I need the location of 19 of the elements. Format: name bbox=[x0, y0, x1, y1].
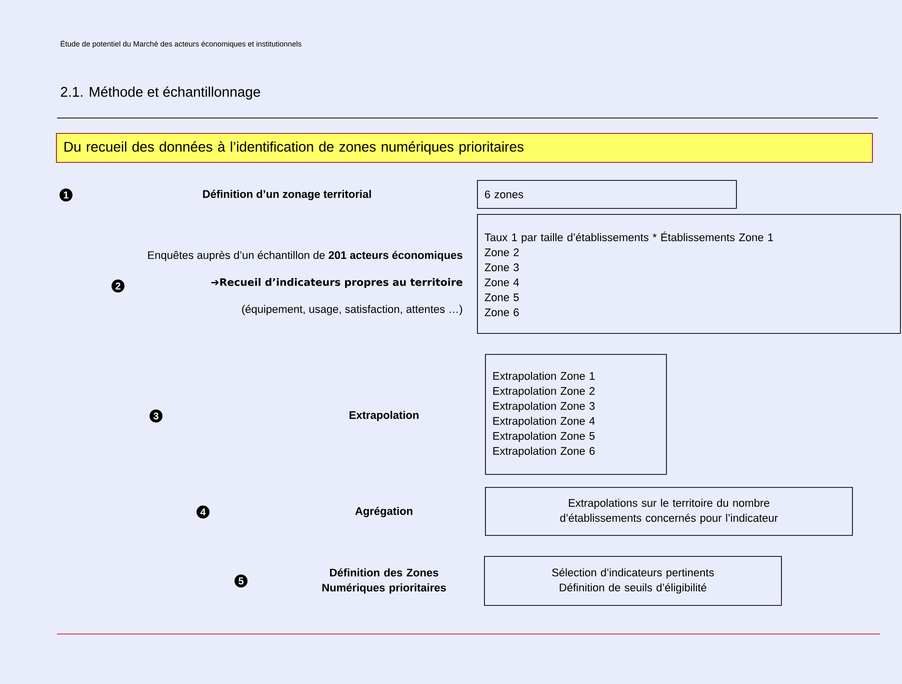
step-label: Définition des Zones Numériques prioritaires bbox=[322, 568, 446, 594]
text-box: Taux 1 par taille d’établissements * Établissements Zone 1 Zone 2 Zone 3 Zone 4 Zone 5 Zone 6 bbox=[477, 214, 901, 334]
text-box: 6 zones bbox=[477, 180, 737, 209]
note-text: Enquêtes auprès d’un échantillon de 201 acteurs économiques bbox=[148, 250, 462, 262]
step-number: 3 bbox=[150, 409, 162, 422]
banner-box: Du recueil des données à l’identification de zones numériques prioritaires bbox=[56, 132, 873, 163]
slide-title: 2.1. Méthode et échantillonnage bbox=[60, 86, 260, 100]
text-box: Sélection d’indicateurs pertinents Définition de seuils d’éligibilité bbox=[484, 556, 782, 606]
step-number: 1 bbox=[60, 188, 72, 202]
text-box: Extrapolation Zone 1 Extrapolation Zone 2 Extrapolation Zone 3 Extrapolation Zone 4 Extrapolation Zone 5 Extrapolation Zone 6 bbox=[485, 354, 667, 475]
step-number: 4 bbox=[196, 505, 210, 518]
step-number: 5 bbox=[234, 574, 248, 588]
step-label: Extrapolation bbox=[350, 410, 418, 422]
step-label: Définition d’un zonage territorial bbox=[203, 190, 371, 200]
step-number: 2 bbox=[112, 279, 124, 292]
text-box: Extrapolations sur le territoire du nombre d’établissements concernés pour l’indicateur bbox=[485, 486, 853, 536]
note-text: (équipement, usage, satisfaction, attentes …) bbox=[242, 304, 462, 316]
step-label: ➔Recueil d’indicateurs propres au territoire bbox=[211, 278, 462, 288]
step-label: Agrégation bbox=[355, 506, 412, 518]
